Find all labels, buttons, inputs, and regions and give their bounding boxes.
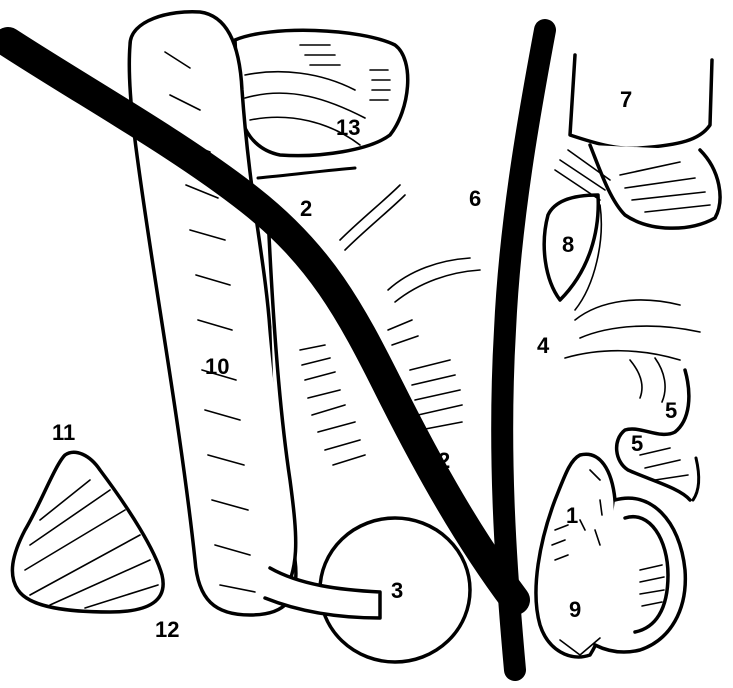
label-5-upper: 5 [665,398,677,423]
label-2-upper: 2 [300,196,312,221]
label-5-lower: 5 [631,431,643,456]
label-6: 6 [469,186,481,211]
structure-13 [235,30,408,178]
label-2-lower: 2 [438,448,450,473]
region-4-fibers [565,300,700,402]
label-7: 7 [620,87,632,112]
structure-5 [617,370,699,500]
label-4: 4 [537,333,550,358]
label-13: 13 [336,115,360,140]
label-8: 8 [562,232,574,257]
structure-11 [12,452,163,612]
label-3: 3 [391,578,403,603]
label-11: 11 [52,420,75,445]
label-9: 9 [569,597,581,622]
label-10: 10 [205,354,229,379]
label-12: 12 [155,617,179,642]
label-1: 1 [566,503,578,528]
